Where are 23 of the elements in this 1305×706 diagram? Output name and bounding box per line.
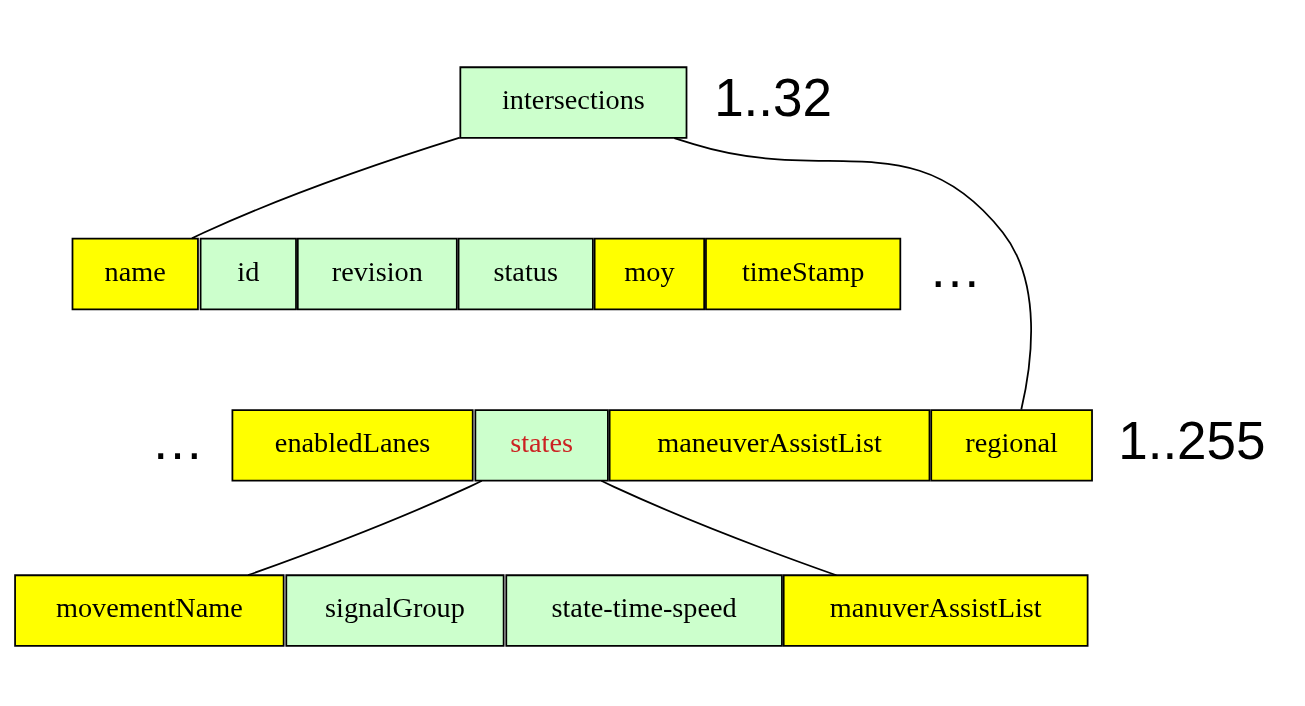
node-box: movementName (14, 573, 285, 647)
node-box: moy (593, 237, 706, 310)
node-box: timeStamp (705, 237, 902, 310)
connector (247, 479, 483, 576)
label: 1..32 (714, 67, 833, 127)
node-box: status (457, 237, 594, 310)
node-box: states (474, 408, 609, 482)
node-box: revision (296, 237, 458, 310)
connector (673, 136, 1032, 410)
node-box: id (199, 237, 297, 310)
label: … (151, 410, 205, 470)
node-box: name (71, 237, 199, 310)
label: 1..255 (1118, 410, 1266, 470)
node-box: signalGroup (285, 573, 505, 647)
node-box: state-time-speed (505, 573, 783, 647)
connector (600, 479, 838, 576)
node-box: intersections (459, 65, 688, 139)
label: … (928, 238, 982, 298)
connector (191, 136, 461, 239)
node-box: enabledLanes (231, 408, 474, 482)
node-box: manuverAssistList (782, 573, 1089, 647)
node-box: regional (930, 408, 1093, 482)
node-box: maneuverAssistList (608, 408, 931, 482)
